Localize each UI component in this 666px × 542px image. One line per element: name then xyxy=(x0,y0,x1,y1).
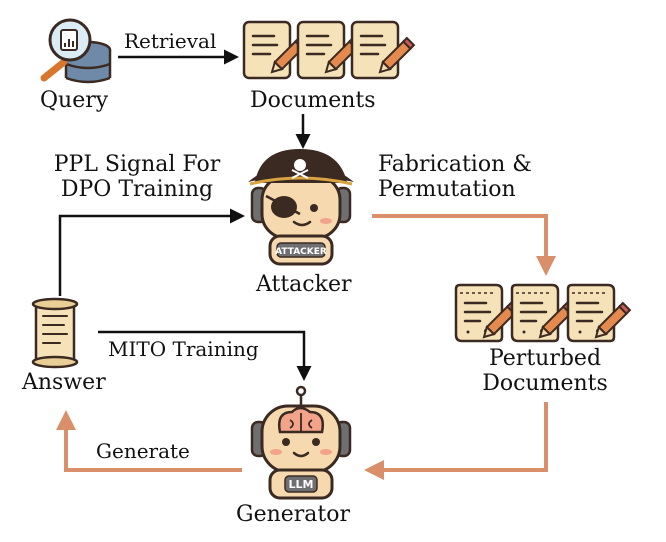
node-label-documents: Documents xyxy=(250,88,376,113)
node-label-answer: Answer xyxy=(22,370,106,395)
attacker-badge-text: ATTACKER xyxy=(275,247,327,257)
perturbed-line-2: Documents xyxy=(482,371,608,397)
edge-label-generate: Generate xyxy=(96,439,190,463)
node-label-query: Query xyxy=(40,88,109,113)
perturbed-line-1: Perturbed xyxy=(488,346,602,371)
edge-label-retrieval: Retrieval xyxy=(124,29,217,53)
arrow-perturbed-to-generator xyxy=(364,402,548,480)
generator-badge-text: LLM xyxy=(289,478,314,491)
edge-label-ppl-signal: PPL Signal For DPO Training xyxy=(42,152,232,203)
node-label-generator: Generator xyxy=(236,502,351,527)
edge-label-fabrication: Fabrication & Permutation xyxy=(378,152,532,203)
node-label-attacker: Attacker xyxy=(256,272,352,297)
node-label-perturbed-documents: Perturbed Documents xyxy=(470,346,620,397)
attacker-icon xyxy=(248,148,354,266)
fabrication-line-2: Permutation xyxy=(378,177,516,203)
documents-icon xyxy=(242,20,416,80)
arrow-fabrication xyxy=(372,214,556,276)
arrow-mito-training xyxy=(98,330,312,381)
answer-icon xyxy=(31,297,79,369)
arrow-ppl-signal xyxy=(58,208,245,296)
edge-label-mito-training: MITO Training xyxy=(108,337,259,361)
perturbed-documents-icon xyxy=(454,283,632,343)
ppl-line-1: PPL Signal For xyxy=(53,152,221,177)
ppl-line-2: DPO Training xyxy=(60,177,214,203)
query-icon xyxy=(40,18,112,84)
arrow-generate xyxy=(56,410,242,472)
fabrication-line-1: Fabrication & xyxy=(378,152,532,177)
generator-icon xyxy=(250,385,352,500)
